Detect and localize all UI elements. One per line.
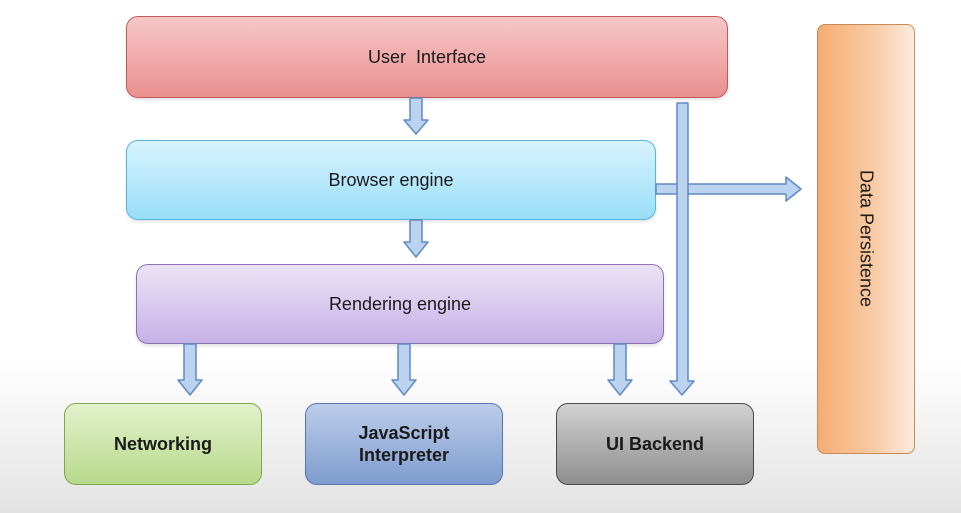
arrow-rendering-engine-to-javascript-interpreter	[391, 343, 417, 396]
arrow-rendering-engine-to-ui-backend	[607, 343, 633, 396]
ui-backend-label: UI Backend	[605, 433, 705, 454]
rendering-engine-box: Rendering engine	[136, 264, 664, 344]
user-interface-label: User Interface	[367, 46, 487, 67]
data-persistence-box: Data Persistence	[817, 24, 915, 454]
arrow-browser-engine-to-data-persistence	[655, 176, 802, 202]
javascript-interpreter-label: JavaScript Interpreter	[358, 422, 450, 466]
user-interface-box: User Interface	[126, 16, 728, 98]
browser-engine-box: Browser engine	[126, 140, 656, 220]
rendering-engine-label: Rendering engine	[328, 293, 472, 314]
ui-backend-box: UI Backend	[556, 403, 754, 485]
arrow-ui-to-browser-engine	[403, 97, 429, 135]
data-persistence-label: Data Persistence	[856, 170, 877, 308]
browser-engine-label: Browser engine	[328, 169, 454, 190]
networking-label: Networking	[113, 433, 212, 454]
arrow-rendering-engine-to-networking	[177, 343, 203, 396]
javascript-interpreter-box: JavaScript Interpreter	[305, 403, 503, 485]
networking-box: Networking	[64, 403, 262, 485]
arrow-browser-engine-to-rendering-engine	[403, 219, 429, 258]
arrow-user-interface-to-ui-backend	[669, 102, 695, 396]
